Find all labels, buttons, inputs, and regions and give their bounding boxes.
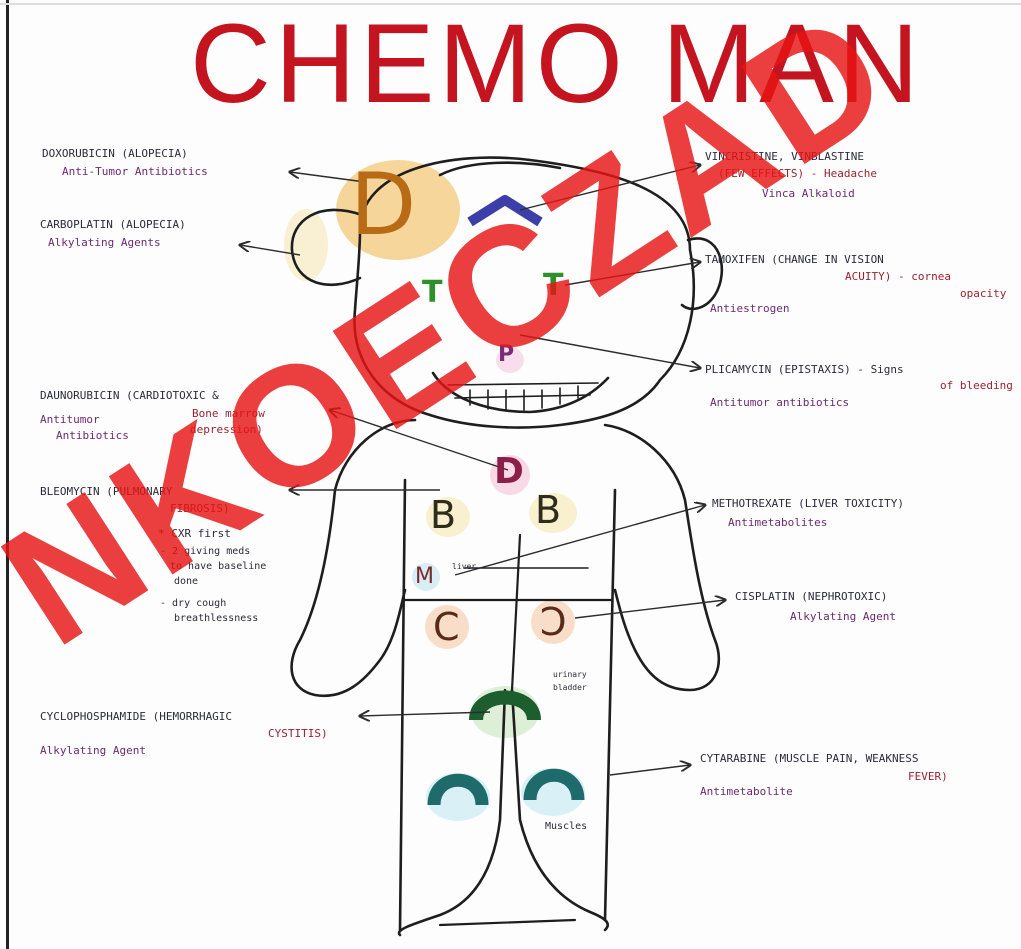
cisplatin-class: Alkylating Agent — [790, 610, 896, 623]
plicamycin-effect: of bleeding — [940, 379, 1013, 392]
daunorubicin-class-1: Antitumor — [40, 413, 100, 426]
bladder-label: urinary bladder — [553, 668, 601, 694]
letter-b-chest-left: B — [430, 495, 456, 535]
bleomycin-note-6: breathlessness — [174, 612, 258, 625]
muscles-label: Muscles — [545, 820, 587, 833]
doxorubicin-class: Anti-Tumor Antibiotics — [62, 165, 208, 178]
cyclophosphamide-name: CYCLOPHOSPHAMIDE (HEMORRHAGIC — [40, 710, 232, 723]
doxorubicin-name: DOXORUBICIN (ALOPECIA) — [42, 147, 188, 160]
cisplatin-name: CISPLATIN (NEPHROTOXIC) — [735, 590, 887, 603]
cyclophosphamide-effect: CYSTITIS) — [268, 727, 328, 740]
tamoxifen-effect-2: opacity — [960, 287, 1006, 300]
letter-d-chest: D — [494, 453, 524, 491]
methotrexate-class: Antimetabolites — [728, 516, 827, 529]
liver-label: liver — [452, 560, 476, 573]
plicamycin-class: Antitumor antibiotics — [710, 396, 849, 409]
letter-b-chest-right: B — [535, 490, 561, 530]
letter-c-left: C — [433, 607, 460, 647]
tamoxifen-effect-1: ACUITY) - cornea — [845, 270, 951, 283]
methotrexate-name: METHOTREXATE (LIVER TOXICITY) — [712, 497, 904, 510]
cytarabine-effect: FEVER) — [908, 770, 948, 783]
cytarabine-name: CYTARABINE (MUSCLE PAIN, WEAKNESS — [700, 752, 919, 765]
cyclophosphamide-class: Alkylating Agent — [40, 744, 146, 757]
carboplatin-name: CARBOPLATIN (ALOPECIA) — [40, 218, 186, 231]
tamoxifen-class: Antiestrogen — [710, 302, 789, 315]
cytarabine-class: Antimetabolite — [700, 785, 793, 798]
letter-c-right: C — [540, 602, 567, 642]
letter-m-liver: M — [415, 565, 434, 589]
carboplatin-class: Alkylating Agents — [48, 236, 161, 249]
plicamycin-name: PLICAMYCIN (EPISTAXIS) - Signs — [705, 363, 904, 376]
